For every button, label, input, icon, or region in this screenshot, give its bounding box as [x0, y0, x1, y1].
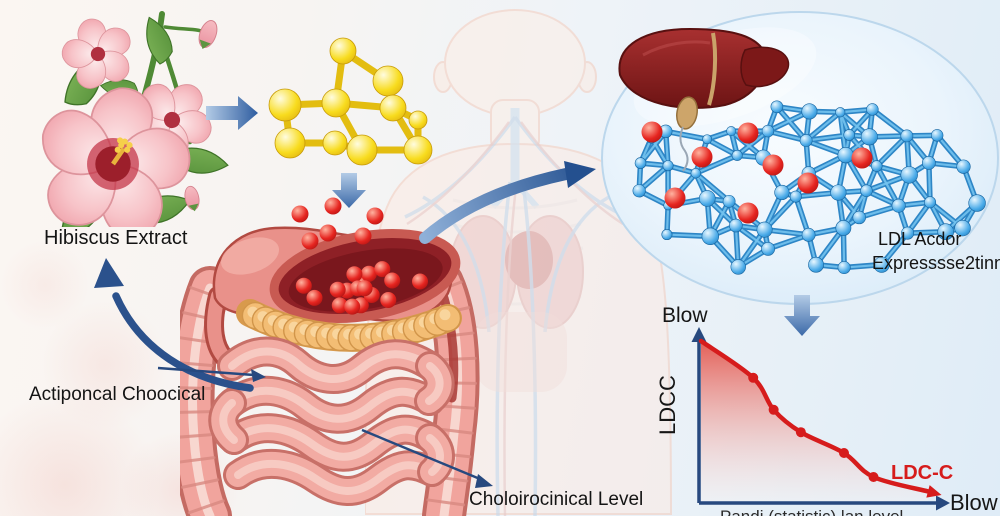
ldl-receptor-label-line2: Expresssse2tinng	[872, 253, 1000, 273]
bud	[184, 185, 200, 212]
molecule-illustration	[268, 37, 433, 166]
arrow-down-icon	[332, 173, 366, 208]
small-intestine	[208, 336, 455, 506]
molecule-atoms	[268, 37, 433, 166]
flower-small-right	[128, 77, 216, 162]
gallbladder	[676, 96, 698, 130]
liver-illustration	[618, 27, 790, 172]
ldl-receptor-label-line1: LDL Acdor	[878, 229, 962, 249]
flower-small-top	[61, 15, 136, 93]
chart-line-arrowhead	[926, 485, 942, 498]
ldl-chart: Blow LDCC Blow LDC-C	[655, 304, 998, 515]
bud	[198, 20, 218, 50]
y-axis-label: LDCC	[655, 375, 680, 435]
blood-vessels	[404, 115, 628, 516]
series-label: LDC-C	[891, 462, 953, 484]
stomach	[204, 226, 461, 368]
annotation-arrow-left	[157, 366, 266, 382]
falling-cholesterol-particles	[291, 197, 384, 250]
curved-arrow-to-hibiscus	[94, 258, 254, 392]
flower-main	[30, 82, 195, 227]
hibiscus-plant-illustration	[30, 11, 229, 227]
digestive-system-illustration	[180, 226, 480, 516]
chart-markers	[748, 372, 879, 482]
lung-right	[516, 215, 584, 329]
mechanism-label: Actiponcal Choocical	[29, 384, 206, 405]
annotation-arrow-right	[361, 428, 493, 488]
heart	[505, 231, 553, 289]
hibiscus-extract-label: Hibiscus Extract	[44, 227, 188, 249]
stamens	[114, 137, 133, 153]
arrow-right-icon	[206, 96, 258, 130]
chart-axes	[691, 327, 950, 511]
y-axis-top-label: Blow	[662, 304, 708, 327]
x-axis-right-label: Blow	[950, 490, 998, 515]
chart-xlabel-clipped: Pandi (statistic) lan level	[720, 507, 903, 516]
curved-arrow-to-liver	[419, 161, 596, 244]
ldl-receptor-label: LDL Acdor Expresssse2tinng	[872, 227, 1000, 275]
cholesterol-level-label: Choloirocinical Level	[469, 489, 644, 510]
cholesterol-particles-in-stomach	[295, 261, 428, 315]
ldl-particles	[641, 121, 873, 224]
chart-area-fill	[701, 341, 928, 501]
arrow-down-icon	[784, 295, 820, 336]
liver-receptor-bubble-illustration	[601, 11, 999, 305]
